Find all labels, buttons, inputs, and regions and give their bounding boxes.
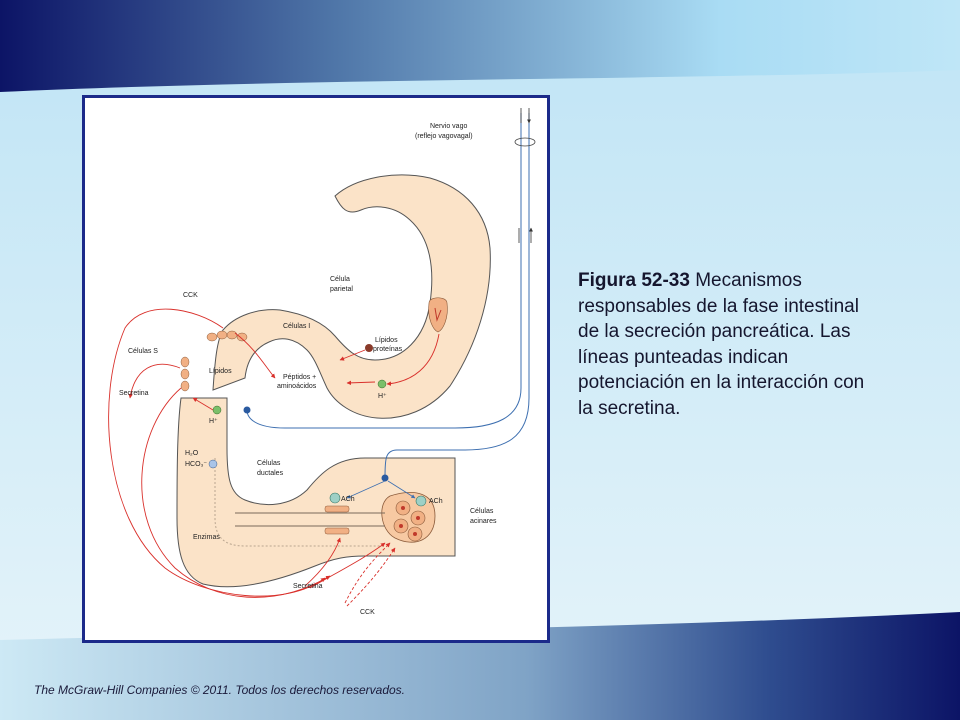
duodenum-lumen <box>214 458 385 547</box>
label-celulas-ductales-2: ductales <box>257 470 284 477</box>
caption-text: Mecanismos responsables de la fase intes… <box>578 270 865 419</box>
label-celulas-s: Células S <box>128 348 158 355</box>
label-celulas-ductales-1: Células <box>257 460 281 467</box>
label-enzimas: Enzimas <box>193 534 220 541</box>
copyright-footer: The McGraw-Hill Companies © 2011. Todos … <box>34 683 406 697</box>
ach-to-acinar <box>387 480 416 499</box>
i-cells <box>206 330 248 342</box>
hormone-arrows <box>108 308 440 607</box>
label-secretina-left: Secretina <box>119 390 149 397</box>
enteric-nerve-node <box>243 406 251 414</box>
stomach <box>212 174 491 419</box>
caption-title: Figura 52-33 <box>578 270 690 291</box>
label-celula-parietal-1: Célula <box>330 276 350 283</box>
label-celulas-i: Células I <box>283 323 310 330</box>
vagal-loop <box>514 137 536 147</box>
figure-caption: Figura 52-33 Mecanismos responsables de … <box>578 268 868 421</box>
label-hco3: HCO₃⁻ <box>185 461 207 468</box>
vagal-mid-arrows <box>518 228 531 243</box>
bicarbonate-molecule <box>208 459 218 469</box>
label-cck-top: CCK <box>183 292 198 299</box>
label-lipidos: Lípidos <box>209 368 232 375</box>
ductal-cells <box>324 492 350 535</box>
label-secretina-bottom: Secretina <box>293 583 323 590</box>
s-cells <box>180 356 190 392</box>
label-h-plus-stomach: H⁺ <box>378 393 387 400</box>
label-h2o: H₂O <box>185 450 199 457</box>
vagal-afferent-efferent-arrows <box>520 108 529 123</box>
pancreatic-secretion-diagram: Nervio vago (reflejo vagovagal) Célula p… <box>108 108 536 616</box>
label-celula-parietal-2: parietal <box>330 286 353 293</box>
lipid-protein-molecule <box>365 344 373 352</box>
header-band <box>0 0 960 92</box>
label-ach-2: ACh <box>429 498 443 505</box>
label-celulas-acinares-1: Células <box>470 508 494 515</box>
h-plus-molecule-stomach <box>377 379 387 389</box>
label-lipidos-proteinas-1: Lípidos <box>375 337 398 344</box>
label-ach-1: ACh <box>341 496 355 503</box>
ach-receptor-acinar <box>415 495 427 507</box>
label-celulas-acinares-2: acinares <box>470 518 497 525</box>
vagus-nerve <box>246 113 530 479</box>
ach-to-ductal <box>346 480 386 499</box>
h-plus-molecule-duodenum <box>212 405 222 415</box>
pancreatic-nerve-node <box>381 474 389 482</box>
label-peptidos-1: Péptidos + <box>283 374 316 381</box>
label-h-plus-duodenum: H⁺ <box>209 418 218 425</box>
label-lipidos-proteinas-2: proteínas <box>373 346 403 353</box>
duodenum <box>176 397 456 588</box>
pancreas <box>381 492 436 543</box>
parietal-cell <box>428 297 448 333</box>
label-nervio-vago: Nervio vago <box>430 123 467 130</box>
figure-frame: Nervio vago (reflejo vagovagal) Célula p… <box>82 95 550 643</box>
label-cck-bottom: CCK <box>360 609 375 616</box>
pancreatic-duct <box>235 512 385 527</box>
label-reflejo-vagovagal: (reflejo vagovagal) <box>415 133 473 140</box>
label-peptidos-2: aminoácidos <box>277 383 317 390</box>
